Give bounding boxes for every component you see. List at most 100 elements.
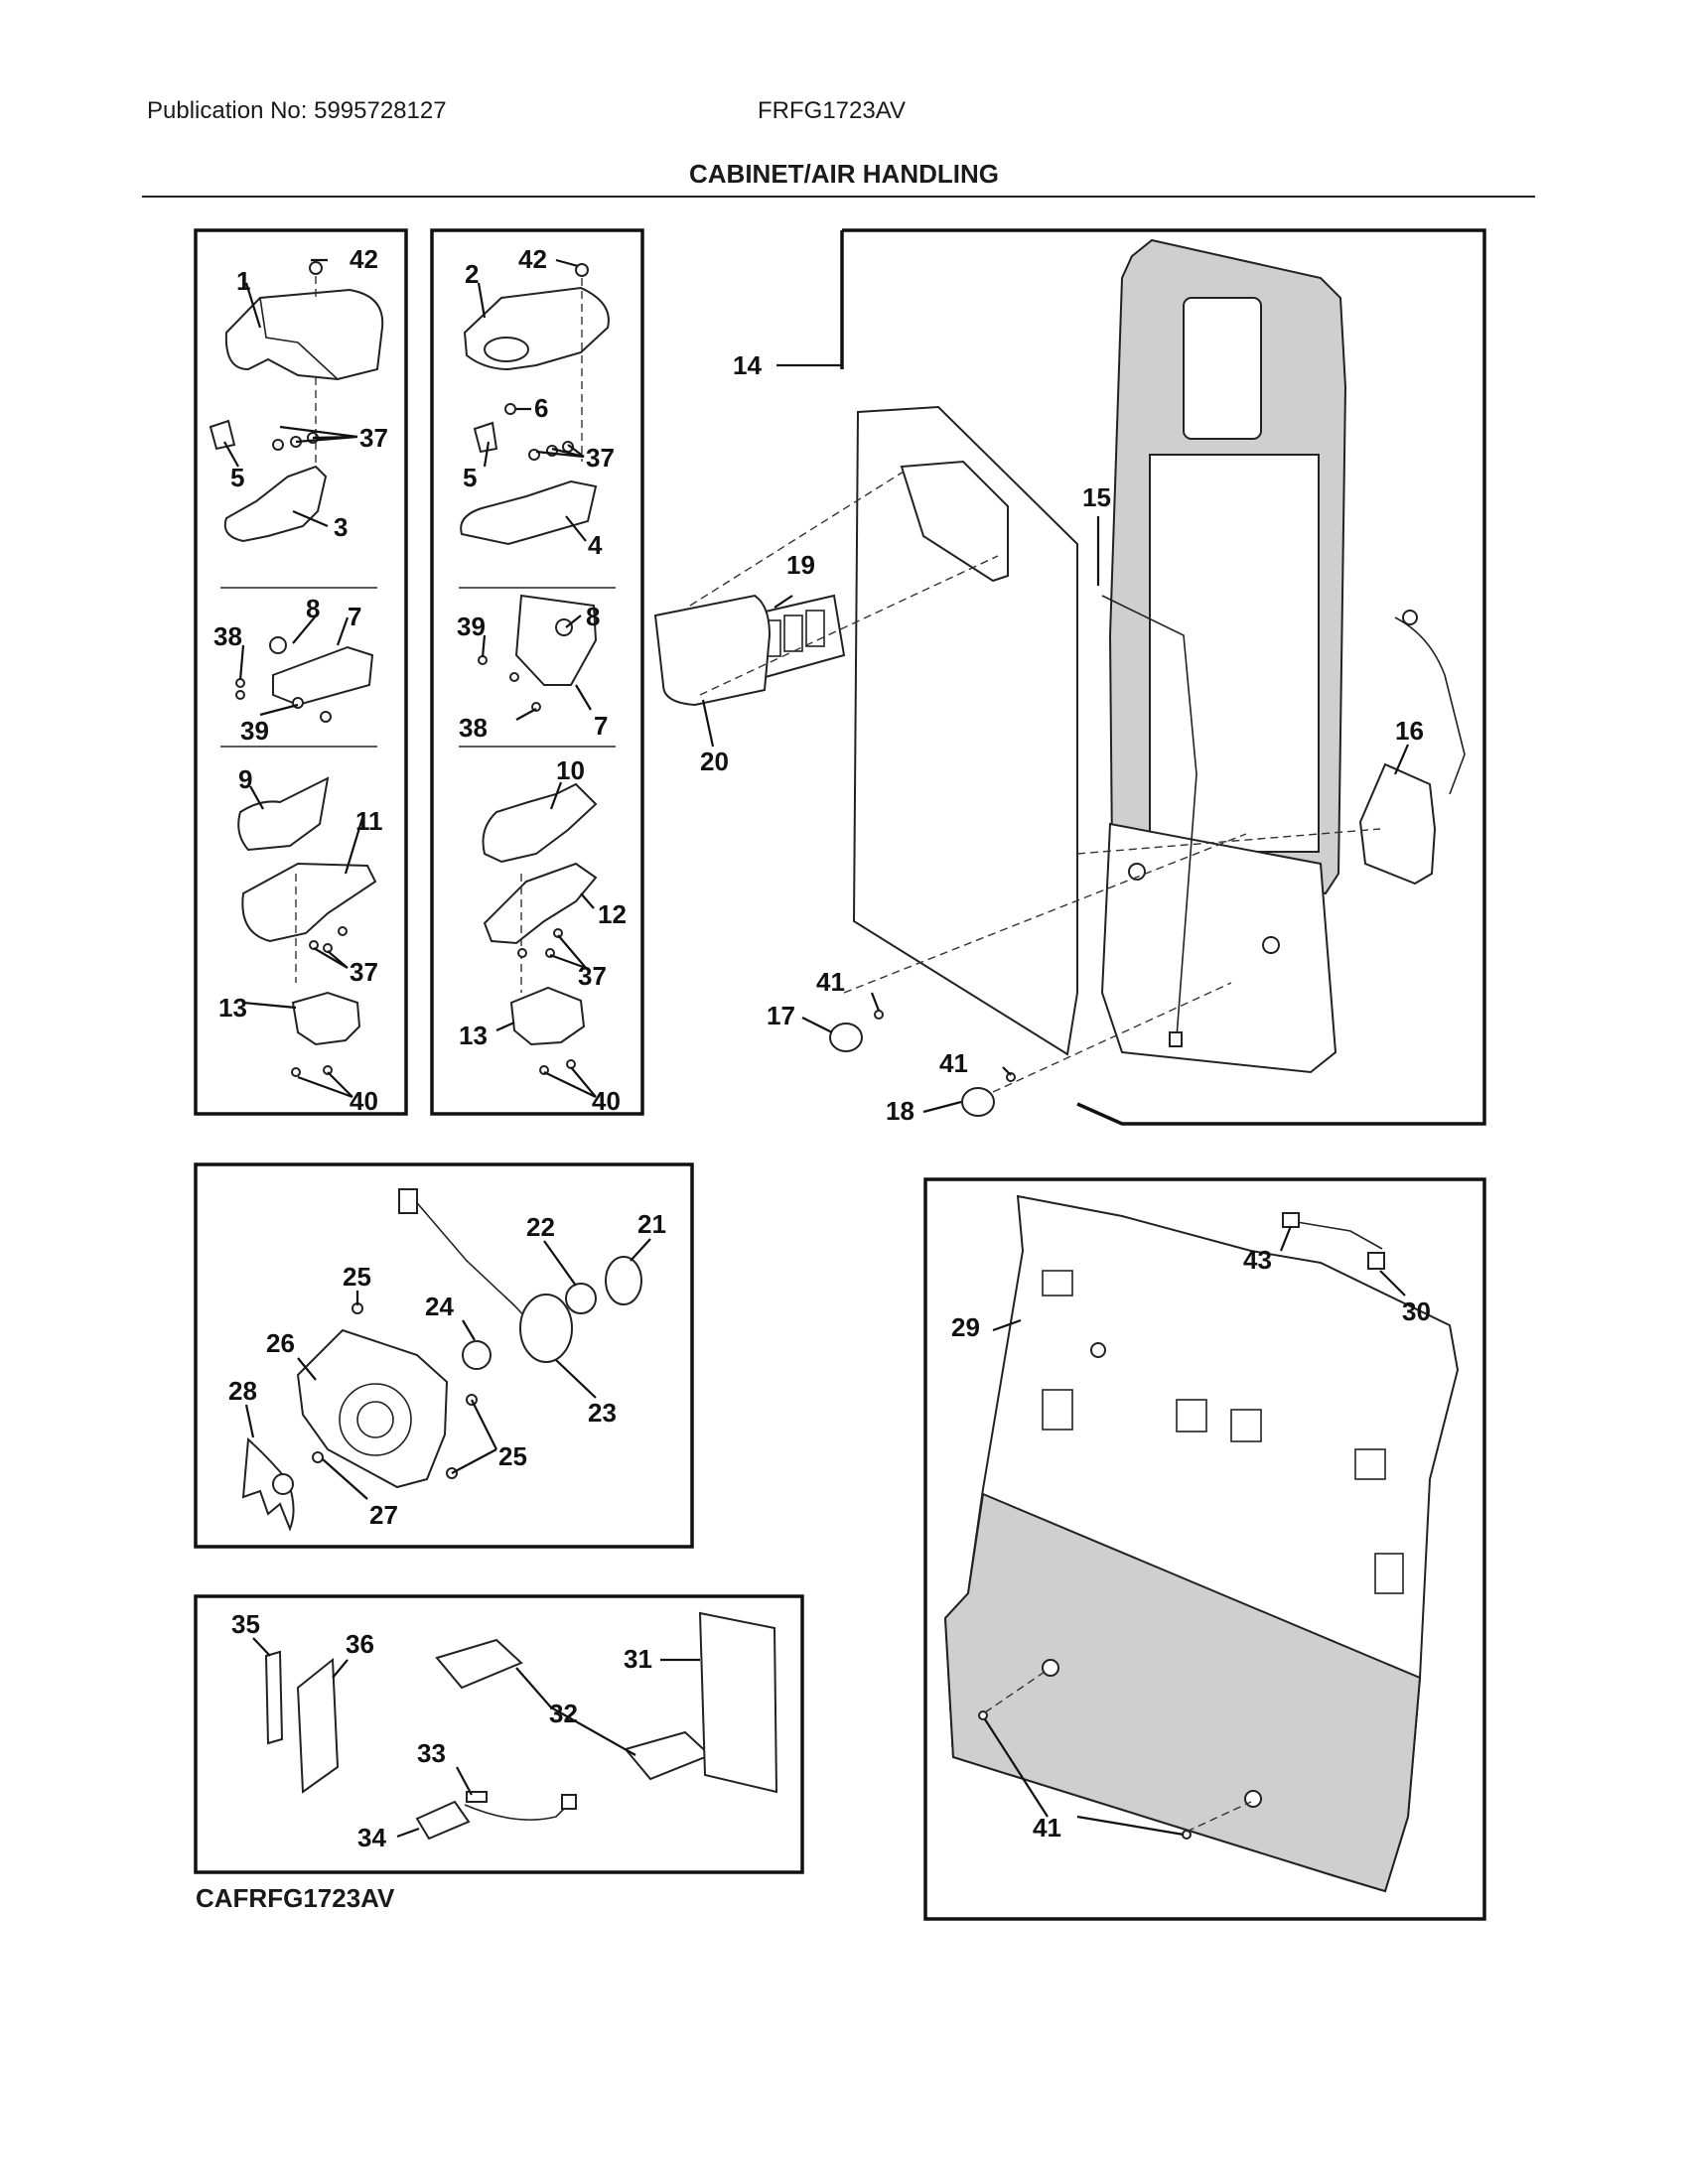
callout-40: 40 bbox=[592, 1086, 621, 1116]
damper-motor-13 bbox=[509, 986, 586, 1046]
callout-7: 7 bbox=[594, 711, 608, 741]
callout-10: 10 bbox=[556, 755, 585, 785]
fan-wire bbox=[406, 1190, 529, 1321]
screw-41 bbox=[1182, 1830, 1192, 1840]
callout-22: 22 bbox=[526, 1212, 555, 1242]
callout-38: 38 bbox=[459, 713, 488, 743]
hinge-cover-9 bbox=[237, 776, 330, 852]
filter-housing bbox=[900, 460, 1009, 583]
hinge-11 bbox=[241, 862, 377, 943]
bracket-21 bbox=[605, 1256, 642, 1305]
callout-8: 8 bbox=[306, 594, 320, 623]
callout-16: 16 bbox=[1395, 716, 1424, 746]
screw-41 bbox=[1006, 1072, 1016, 1082]
diagram-code: CAFRFG1723AV bbox=[196, 1883, 395, 1913]
callout-32: 32 bbox=[549, 1699, 578, 1728]
air-tower-cover-14 bbox=[852, 405, 1078, 1056]
panel-right-hinge bbox=[430, 228, 644, 1116]
screw-41 bbox=[978, 1710, 988, 1720]
callout-25: 25 bbox=[343, 1262, 371, 1292]
screw-6 bbox=[504, 403, 516, 415]
callout-29: 29 bbox=[951, 1312, 980, 1342]
damper-motor-13 bbox=[291, 991, 361, 1046]
screw-42 bbox=[575, 263, 589, 277]
cap-17 bbox=[829, 1023, 863, 1052]
screw-42 bbox=[309, 261, 323, 275]
panel-controls bbox=[194, 1594, 804, 1874]
callout-15: 15 bbox=[1082, 482, 1111, 512]
panel-base bbox=[943, 1492, 1422, 1893]
callout-20: 20 bbox=[700, 747, 729, 776]
hinge-4 bbox=[460, 479, 598, 546]
screw-41 bbox=[874, 1010, 884, 1020]
bracket-7 bbox=[272, 645, 374, 707]
callout-19: 19 bbox=[786, 550, 815, 580]
fan-shroud-26 bbox=[296, 1328, 449, 1489]
bracket-35 bbox=[264, 1650, 284, 1745]
callout-39: 39 bbox=[240, 716, 269, 746]
callout-11: 11 bbox=[355, 806, 383, 836]
callout-14: 14 bbox=[733, 350, 762, 380]
callout-37: 37 bbox=[350, 957, 378, 987]
callout-40: 40 bbox=[350, 1086, 378, 1116]
callout-41: 41 bbox=[939, 1048, 968, 1078]
hinge-3 bbox=[223, 465, 328, 543]
callout-8: 8 bbox=[586, 602, 600, 631]
panel-right-hinge-frame bbox=[430, 228, 644, 1116]
callout-12: 12 bbox=[598, 899, 627, 929]
panel-left-hinge-frame bbox=[194, 228, 408, 1116]
sensor-wire-15 bbox=[1101, 595, 1197, 1038]
callout-41: 41 bbox=[816, 967, 845, 997]
wire-harness bbox=[1394, 616, 1466, 795]
callout-4: 4 bbox=[588, 530, 603, 560]
vent-grille-36 bbox=[296, 1657, 340, 1794]
callout-36: 36 bbox=[346, 1629, 374, 1659]
thermistor-wire-33 bbox=[464, 1801, 572, 1821]
callout-26: 26 bbox=[266, 1328, 295, 1358]
cap-18 bbox=[961, 1087, 995, 1117]
duct-channel bbox=[1149, 454, 1320, 853]
callout-37: 37 bbox=[578, 961, 607, 991]
callout-28: 28 bbox=[228, 1376, 257, 1406]
callout-31: 31 bbox=[624, 1644, 652, 1674]
panel-fan-motor bbox=[194, 1162, 694, 1549]
grommet-27 bbox=[312, 1451, 324, 1463]
page-title: CABINET/AIR HANDLING bbox=[689, 159, 999, 189]
grommet-22 bbox=[565, 1283, 597, 1314]
hinge-cover-left bbox=[224, 288, 384, 381]
grommet-24 bbox=[462, 1340, 492, 1370]
bracket-5 bbox=[209, 419, 236, 451]
callout-37: 37 bbox=[586, 443, 615, 473]
panel-controls-frame bbox=[194, 1594, 804, 1874]
callout-41: 41 bbox=[1033, 1813, 1061, 1843]
thermistor-bracket-34 bbox=[415, 1800, 471, 1841]
fan-motor-23 bbox=[519, 1294, 573, 1363]
callout-34: 34 bbox=[357, 1823, 386, 1852]
callout-5: 5 bbox=[230, 463, 244, 492]
callout-21: 21 bbox=[637, 1209, 666, 1239]
callout-24: 24 bbox=[425, 1292, 454, 1321]
callout-3: 3 bbox=[334, 512, 348, 542]
screw-8 bbox=[555, 618, 573, 636]
thermistor-43 bbox=[1290, 1220, 1383, 1250]
callout-18: 18 bbox=[886, 1096, 914, 1126]
filter-cover-20 bbox=[653, 594, 772, 707]
panel-air-tower-frame bbox=[842, 228, 1486, 1126]
vent-32-lower bbox=[624, 1730, 712, 1781]
duct-lower-shroud bbox=[1100, 822, 1337, 1074]
callout-25: 25 bbox=[498, 1441, 527, 1471]
callout-6: 6 bbox=[534, 393, 548, 423]
header-rule bbox=[142, 196, 1535, 198]
bracket-7 bbox=[514, 594, 598, 686]
panel-freezer-rear-frame bbox=[923, 1177, 1486, 1921]
callout-42: 42 bbox=[350, 244, 378, 274]
callout-1: 1 bbox=[236, 266, 250, 296]
hinge-cover-right bbox=[463, 286, 610, 371]
leader-lines bbox=[223, 258, 1410, 1839]
bracket-5 bbox=[473, 421, 498, 454]
callout-38: 38 bbox=[213, 621, 242, 651]
callout-23: 23 bbox=[588, 1398, 617, 1428]
callout-42: 42 bbox=[518, 244, 547, 274]
control-board-31 bbox=[698, 1611, 778, 1794]
